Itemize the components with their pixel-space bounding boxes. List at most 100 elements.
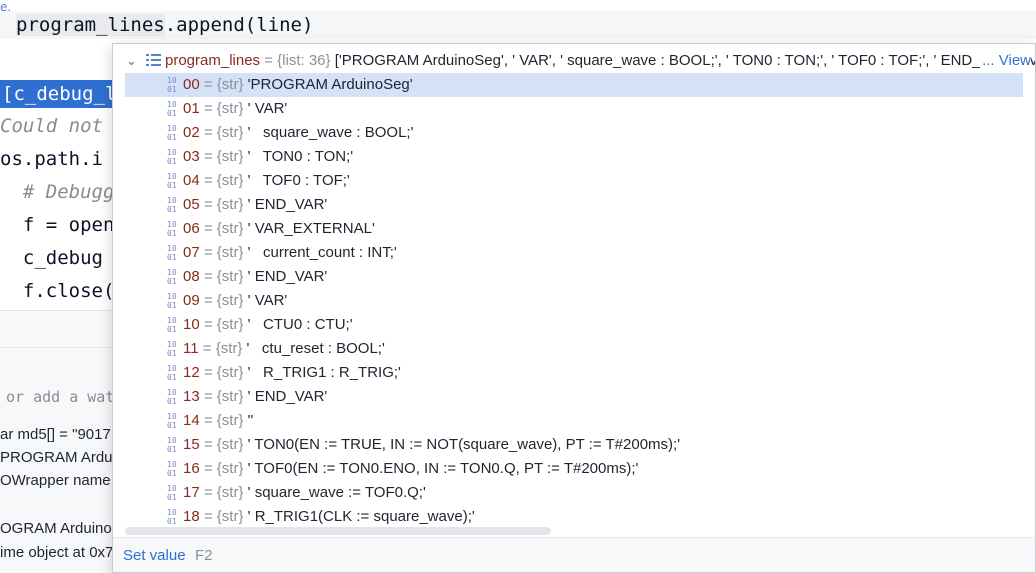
equals-sign: = <box>199 460 217 477</box>
item-value: ' TON0(EN := TRUE, IN := NOT(square_wave… <box>247 436 681 453</box>
item-index: 01 <box>183 100 200 117</box>
item-type: {str} <box>216 436 244 453</box>
item-entry: 01 = {str} ' VAR' <box>183 97 287 121</box>
code-line-comment[interactable]: Could not <box>0 115 103 137</box>
item-index: 11 <box>183 340 199 357</box>
code-line[interactable]: f = open <box>0 214 115 236</box>
variable-row[interactable]: OGRAM ArduinoS <box>0 520 122 537</box>
item-entry: 00 = {str} 'PROGRAM ArduinoSeg' <box>183 73 413 97</box>
item-type: {str} <box>215 340 243 357</box>
code-line[interactable]: os.path.i <box>0 148 103 170</box>
item-value: ' current_count : INT;' <box>247 244 397 261</box>
item-entry: 13 = {str} ' END_VAR' <box>183 385 327 409</box>
item-entry: 10 = {str} ' CTU0 : CTU;' <box>183 313 353 337</box>
code-text: .append(line) <box>164 14 314 36</box>
popup-footer: Set value F2 <box>113 537 1035 572</box>
item-value: ' ctu_reset : BOOL;' <box>246 340 385 357</box>
equals-sign: = <box>198 340 216 357</box>
variable-type: {list: 36} <box>277 52 331 69</box>
item-value: ' END_VAR' <box>247 196 328 213</box>
item-type: {str} <box>216 484 244 501</box>
variable-row[interactable]: ar md5[] = "9017 <box>0 426 111 443</box>
item-index: 07 <box>183 244 200 261</box>
chevron-down-icon[interactable]: ⌄ <box>126 53 137 68</box>
item-index: 00 <box>183 76 200 93</box>
item-index: 02 <box>183 124 200 141</box>
item-value: ' TOF0(EN := TON0.ENO, IN := TON0.Q, PT … <box>247 460 639 477</box>
item-type: {str} <box>216 124 244 141</box>
popup-header[interactable]: ⌄ program_lines = {list: 36} ['PROGRAM A… <box>113 48 1035 74</box>
equals-sign: = <box>199 244 217 261</box>
equals-sign: = <box>199 484 217 501</box>
item-type: {str} <box>216 196 244 213</box>
variable-name: program_lines <box>165 52 261 69</box>
item-index: 04 <box>183 172 200 189</box>
variable-row[interactable]: OWrapper name <box>0 472 111 489</box>
item-value: ' CTU0 : CTU;' <box>247 316 353 333</box>
equals-sign: = <box>199 172 217 189</box>
equals-sign: = <box>260 52 278 69</box>
item-index: 06 <box>183 220 200 237</box>
variable-row[interactable]: PROGRAM Arduin <box>0 449 125 466</box>
item-type: {str} <box>216 76 244 93</box>
item-index: 16 <box>183 460 200 477</box>
code-line[interactable]: c_debug <box>0 247 103 269</box>
item-entry: 07 = {str} ' current_count : INT;' <box>183 241 397 265</box>
equals-sign: = <box>199 412 217 429</box>
item-entry: 05 = {str} ' END_VAR' <box>183 193 327 217</box>
item-type: {str} <box>216 508 244 525</box>
equals-sign: = <box>199 508 217 525</box>
item-index: 14 <box>183 412 200 429</box>
variable-inspect-popup[interactable]: ⌄ program_lines = {list: 36} ['PROGRAM A… <box>112 43 1036 573</box>
item-index: 09 <box>183 292 200 309</box>
code-line-append[interactable]: program_lines.append(line) <box>0 11 1036 39</box>
code-line-selected[interactable]: [c_debug_l <box>0 80 116 108</box>
horizontal-scrollbar[interactable] <box>125 527 551 535</box>
item-entry: 18 = {str} ' R_TRIG1(CLK := square_wave)… <box>183 505 475 529</box>
item-type: {str} <box>216 316 244 333</box>
hovered-variable[interactable]: program_lines <box>16 14 165 36</box>
set-value-link[interactable]: Set value <box>123 547 186 564</box>
variable-row[interactable]: ime object at 0x7 <box>0 544 114 561</box>
item-value: 'PROGRAM ArduinoSeg' <box>247 76 413 93</box>
equals-sign: = <box>199 316 217 333</box>
item-type: {str} <box>216 244 244 261</box>
item-value: ' END_VAR' <box>247 388 328 405</box>
code-line-comment[interactable]: # Debugg <box>0 181 115 203</box>
code-line[interactable]: f.close( <box>0 280 115 302</box>
view-link[interactable]: ... View <box>980 48 1031 74</box>
item-type: {str} <box>216 148 244 165</box>
item-entry: 03 = {str} ' TON0 : TON;' <box>183 145 353 169</box>
item-value: ' VAR_EXTERNAL' <box>247 220 375 237</box>
item-entry: 12 = {str} ' R_TRIG1 : R_TRIG;' <box>183 361 401 385</box>
watch-input[interactable]: or add a wat <box>6 388 115 406</box>
